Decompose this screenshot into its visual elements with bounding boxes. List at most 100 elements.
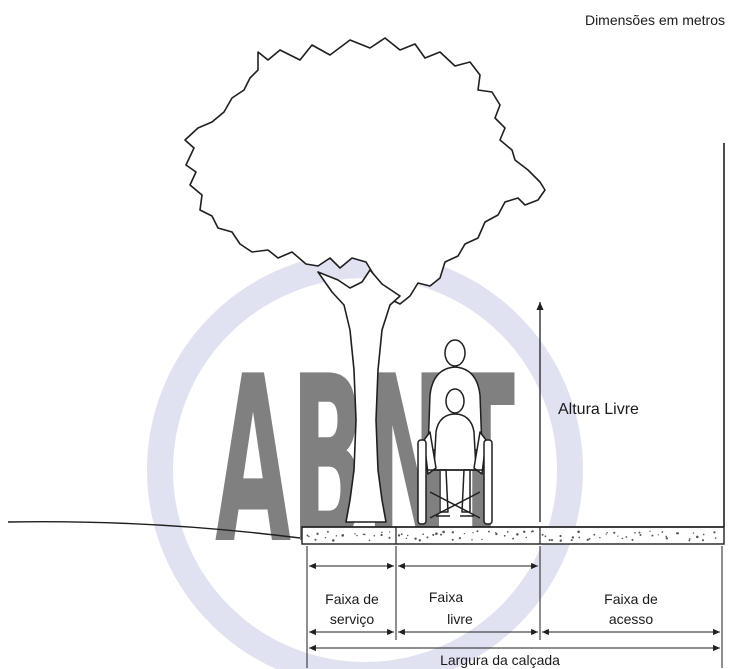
- paving-dot: [426, 536, 429, 539]
- paving-dot: [326, 530, 329, 533]
- paving-dot: [354, 533, 356, 535]
- wheelchair-user-figure: [417, 339, 493, 525]
- paving-dot: [516, 533, 519, 536]
- seated-person-head: [445, 388, 465, 414]
- sidewalk-slab: [301, 526, 725, 545]
- paving-dot: [605, 533, 607, 535]
- paving-dot: [451, 531, 454, 534]
- paving-dot: [525, 536, 528, 539]
- ground-line: [7, 520, 301, 539]
- paving-dot: [373, 534, 376, 537]
- paving-dot: [541, 533, 544, 536]
- paving-dot: [571, 536, 575, 539]
- paving-dot: [442, 530, 445, 534]
- paving-dot: [506, 531, 509, 533]
- sidewalk-width-label: Largura da calçada: [440, 652, 560, 668]
- paving-dot: [332, 539, 335, 542]
- paving-dot: [692, 532, 695, 534]
- sidewalk-surface: [301, 526, 725, 545]
- paving-texture: [306, 530, 717, 542]
- free-height-label: Altura Livre: [558, 401, 639, 418]
- paving-dot: [414, 537, 417, 540]
- paving-dot: [588, 537, 591, 540]
- paving-dot: [503, 534, 506, 537]
- access-strip-label-line2: acesso: [609, 611, 654, 627]
- paving-dot: [593, 533, 596, 536]
- paving-dot: [308, 535, 310, 538]
- wheelchair-left-wheel: [417, 439, 427, 525]
- paving-dot: [363, 533, 366, 536]
- paving-dot: [381, 531, 383, 534]
- paving-dot: [599, 536, 601, 539]
- service-strip-label-line1: Faixa de: [325, 591, 379, 607]
- paving-dot: [570, 539, 573, 542]
- paving-dot: [531, 530, 534, 533]
- paving-dot: [613, 531, 616, 534]
- paving-dot: [634, 531, 636, 534]
- paving-dot: [578, 536, 581, 539]
- paving-dot: [476, 530, 479, 533]
- free-strip-label-line2: livre: [447, 611, 473, 627]
- paving-dot: [418, 539, 421, 542]
- paving-dot: [400, 533, 403, 536]
- paving-dot: [696, 535, 699, 539]
- paving-dot: [625, 536, 628, 538]
- paving-dot: [463, 532, 466, 535]
- paving-dot: [512, 537, 515, 540]
- paving-dot: [606, 531, 608, 534]
- paving-dot: [651, 534, 654, 537]
- paving-dot: [688, 538, 691, 540]
- paving-dot: [548, 538, 551, 542]
- paving-dot: [550, 539, 554, 542]
- paving-dot: [586, 538, 589, 541]
- paving-dot: [481, 538, 483, 541]
- units-note: Dimensões em metros: [585, 12, 725, 28]
- paving-dot: [522, 530, 526, 534]
- paving-dot: [701, 539, 705, 542]
- paving-dot: [439, 533, 443, 536]
- paving-dot: [451, 538, 454, 541]
- paving-dot: [406, 534, 409, 537]
- paving-dot: [472, 532, 474, 534]
- paving-dot: [422, 533, 424, 536]
- paving-dot: [342, 534, 345, 537]
- paving-dot: [621, 537, 624, 540]
- paving-dot: [356, 534, 358, 537]
- paving-dot: [639, 534, 642, 536]
- left-leg: [439, 469, 449, 513]
- service-strip-label-line2: serviço: [330, 611, 375, 627]
- paving-dot: [488, 530, 490, 533]
- tree-canopy: [184, 37, 546, 305]
- paving-dot: [665, 537, 668, 540]
- paving-dot: [362, 533, 365, 536]
- paving-dot: [389, 531, 391, 533]
- paving-dot: [649, 530, 651, 532]
- tree-trunk: [317, 269, 401, 523]
- paving-dot: [544, 535, 547, 538]
- paving-dot: [661, 531, 664, 533]
- paving-dot: [688, 539, 691, 542]
- paving-dot: [380, 533, 383, 537]
- dimension-extension-lines: [306, 546, 723, 668]
- paving-dot: [432, 533, 435, 536]
- paving-dot: [314, 538, 317, 541]
- paving-dot: [335, 535, 338, 537]
- paving-dot: [713, 531, 716, 534]
- paving-dot: [397, 534, 401, 537]
- paving-dot: [665, 535, 667, 538]
- assistant-head: [444, 339, 466, 367]
- paving-dot: [368, 539, 371, 542]
- free-strip-label-line1: Faixa: [429, 589, 463, 605]
- paving-dot: [714, 537, 717, 539]
- paving-dot: [495, 532, 497, 534]
- paving-dot: [324, 536, 327, 539]
- paving-dot: [471, 538, 473, 541]
- paving-dot: [559, 539, 563, 542]
- paving-dot: [577, 530, 580, 534]
- wheelchair-right-wheel: [483, 439, 493, 525]
- paving-dot: [405, 537, 408, 540]
- paving-dot: [495, 532, 498, 536]
- paving-dot: [306, 534, 309, 537]
- paving-dot: [676, 532, 680, 535]
